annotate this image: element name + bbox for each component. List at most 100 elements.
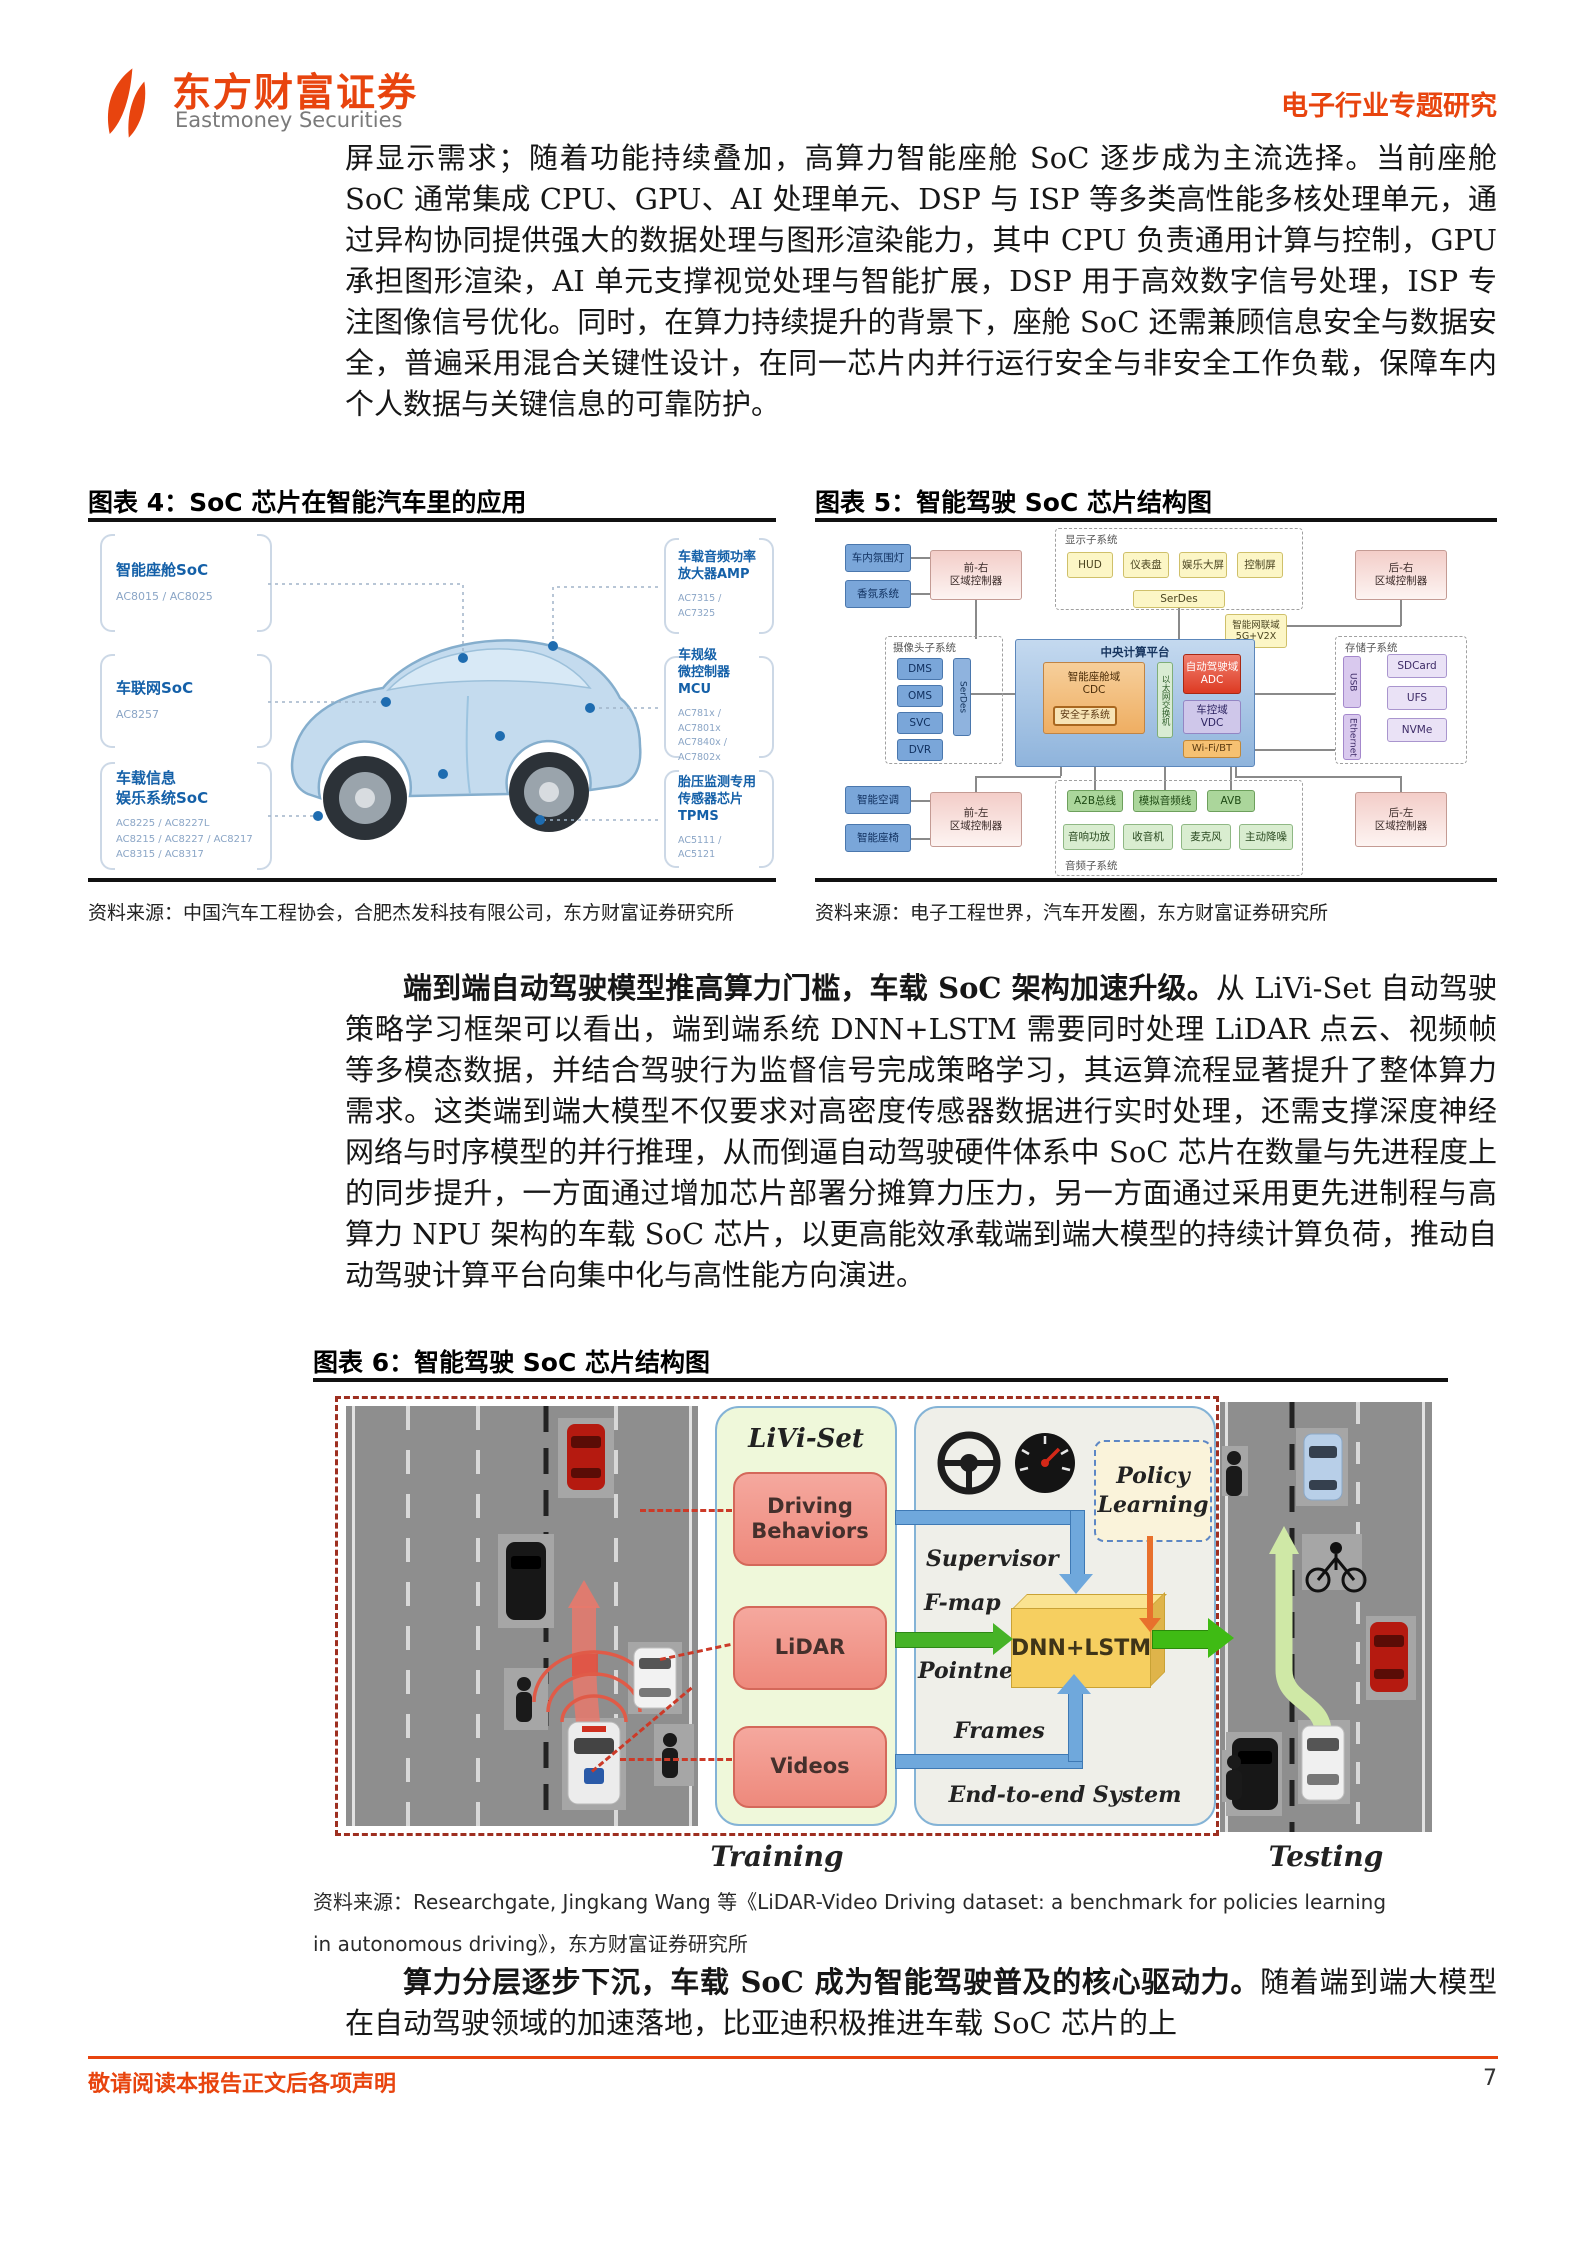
paragraph-2-body: 从 LiVi-Set 自动驾驶策略学习框架可以看出，端到端系统 DNN+LSTM… <box>345 971 1497 1292</box>
storage-subsystem-label: 存储子系统 <box>1345 642 1398 654</box>
testing-road-scene <box>1220 1402 1432 1832</box>
figure4-top-rule <box>88 518 776 522</box>
soc-location-dots <box>313 641 595 825</box>
bracket-right <box>759 656 774 758</box>
supervisor-arrowhead <box>1059 1574 1093 1594</box>
connector-line <box>1094 767 1096 790</box>
node-safety-subsystem: 安全子系统 <box>1053 706 1117 726</box>
bracket-right <box>759 538 774 634</box>
chip-label: 胎压监测专用 传感器芯片TPMS <box>678 774 757 824</box>
red-car <box>567 1424 605 1490</box>
connector-line <box>1230 767 1232 790</box>
audio-subsystem-box <box>1055 780 1303 876</box>
lidar-box: LiDAR <box>733 1606 887 1690</box>
node-ethernet-switch: 以太网交换机 <box>1157 662 1173 738</box>
node-front-right-controller: 前-右 区域控制器 <box>930 550 1022 600</box>
figure4-image: 智能座舱SoC AC8015 / AC8025 车联网SoC AC8257 车载… <box>88 524 776 876</box>
node-nvme: NVMe <box>1387 718 1447 742</box>
node-usb: USB <box>1343 656 1361 708</box>
paragraph-3-body: 随着端到端大模型在自动驾驶领域的加速落地，比亚迪积极推进车载 SoC 芯片的上 <box>345 1965 1497 2040</box>
black-car <box>506 1542 546 1620</box>
node-amplifier: 音响功放 <box>1063 824 1115 850</box>
label-group-telematics-soc: 车联网SoC AC8257 <box>100 654 272 748</box>
audio-subsystem-label: 音频子系统 <box>1065 860 1118 872</box>
dnn-lstm-box: DNN+LSTM <box>1011 1608 1151 1688</box>
end-to-end-label: End-to-end System <box>948 1782 1182 1808</box>
figure5-source: 资料来源：电子工程世界，汽车开发圈，东方财富证券研究所 <box>815 902 1329 924</box>
paragraph-2-lead: 端到端自动驾驶模型推高算力门槛，车载 SoC 架构加速升级。 <box>403 971 1216 1005</box>
node-entertainment-screen: 娱乐大屏 <box>1179 552 1227 578</box>
bracket-left <box>100 654 115 748</box>
display-subsystem-label: 显示子系统 <box>1065 534 1118 546</box>
connector-line <box>1400 776 1402 792</box>
node-vehicle-control-domain: 车控域 VDC <box>1183 700 1241 734</box>
planned-path-arrowhead <box>568 1580 600 1608</box>
car-door-line <box>465 695 471 795</box>
callout-lines <box>268 583 658 821</box>
node-wifi-bt: Wi-Fi/BT <box>1183 740 1241 758</box>
livi-set-panel: LiVi-Set Driving Behaviors LiDAR Videos <box>715 1406 897 1826</box>
connector-line <box>1241 749 1335 751</box>
chip-models: AC8257 <box>116 708 160 722</box>
connector-line <box>975 776 1061 778</box>
planned-path <box>1275 1550 1332 1733</box>
fmap-label: F-map <box>924 1590 1001 1616</box>
figure5-bottom-rule <box>815 878 1497 882</box>
bracket-left <box>664 538 679 634</box>
display-subsystem-box <box>1055 528 1303 610</box>
pedestrian <box>516 1677 532 1722</box>
supervisor-label: Supervisor <box>926 1546 1059 1572</box>
connector-line <box>971 693 1015 695</box>
connector-line <box>911 593 930 595</box>
chip-label: 智能座舱SoC <box>116 560 209 579</box>
connector-line <box>1235 767 1237 776</box>
eastmoney-logo-icon <box>107 68 146 138</box>
chip-models: AC781x / AC7801x AC7840x / AC7802x <box>678 707 727 764</box>
red-car <box>1370 1622 1408 1692</box>
paragraph-3-lead: 算力分层逐步下沉，车载 SoC 成为智能驾驶普及的核心驱动力。 <box>403 1965 1261 1999</box>
node-dms: DMS <box>897 658 943 680</box>
bracket-right <box>257 534 272 632</box>
connector-line <box>1178 608 1180 639</box>
report-category-tag: 电子行业专题研究 <box>1281 91 1497 122</box>
dashed-link-driving <box>640 1509 732 1512</box>
node-avb: AVB <box>1207 790 1255 812</box>
pointnet-label: Pointnet <box>918 1658 1024 1684</box>
frames-label: Frames <box>954 1718 1045 1744</box>
figure5-top-rule <box>815 518 1497 522</box>
figure6-diagram: LiVi-Set Driving Behaviors LiDAR Videos <box>330 1392 1445 1873</box>
label-group-ivi-soc: 车载信息 娱乐系统SoC AC8225 / AC8227L AC8215 / A… <box>100 762 272 870</box>
chip-label: 车载音频功率 放大器AMP <box>678 550 757 583</box>
policy-arrowhead <box>1139 1618 1161 1632</box>
chip-models: AC8015 / AC8025 <box>116 590 213 604</box>
node-a2b-bus: A2B总线 <box>1067 790 1123 812</box>
connector-line <box>1255 625 1401 627</box>
node-serdes-top: SerDes <box>1133 590 1225 608</box>
label-group-mcu: 车规级 微控制器MCU AC781x / AC7801x AC7840x / A… <box>664 648 774 763</box>
supervisor-arrow-vertical <box>1070 1510 1085 1576</box>
chip-models: AC8225 / AC8227L AC8215 / AC8227 / AC821… <box>116 818 253 861</box>
paragraph-1: 屏显示需求；随着功能持续叠加，高算力智能座舱 SoC 逐步成为主流选择。当前座舱… <box>345 141 1497 421</box>
bracket-left <box>664 770 679 868</box>
bracket-right <box>759 770 774 868</box>
rear-wheel <box>509 752 589 832</box>
dashed-link-videos <box>620 1758 732 1761</box>
videos-box: Videos <box>733 1726 887 1808</box>
figure6-source-line2: in autonomous driving》，东方财富证券研究所 <box>313 1932 748 1956</box>
company-name-en: Eastmoney Securities <box>175 108 403 132</box>
figure4-bottom-rule <box>88 878 776 882</box>
node-anc: 主动降噪 <box>1239 824 1293 850</box>
steering-wheel-icon <box>937 1431 1001 1495</box>
figure6-title: 图表 6：智能驾驶 SoC 芯片结构图 <box>313 1348 711 1377</box>
node-analog-audio: 模拟音频线 <box>1133 790 1197 812</box>
footer-disclaimer: 敬请阅读本报告正文后各项声明 <box>88 2072 397 2097</box>
fmap-arrow <box>895 1632 997 1648</box>
node-rear-left-controller: 后-左 区域控制器 <box>1355 792 1447 847</box>
training-dashed-border <box>335 1396 1219 1836</box>
camera-subsystem-label: 摄像头子系统 <box>893 642 956 654</box>
chip-label: 车联网SoC <box>116 678 194 697</box>
chip-label: 车规级 微控制器MCU <box>678 648 731 698</box>
figure6-source-line1: 资料来源：Researchgate, Jingkang Wang 等《LiDAR… <box>313 1890 1387 1914</box>
connector-line <box>1060 767 1062 776</box>
